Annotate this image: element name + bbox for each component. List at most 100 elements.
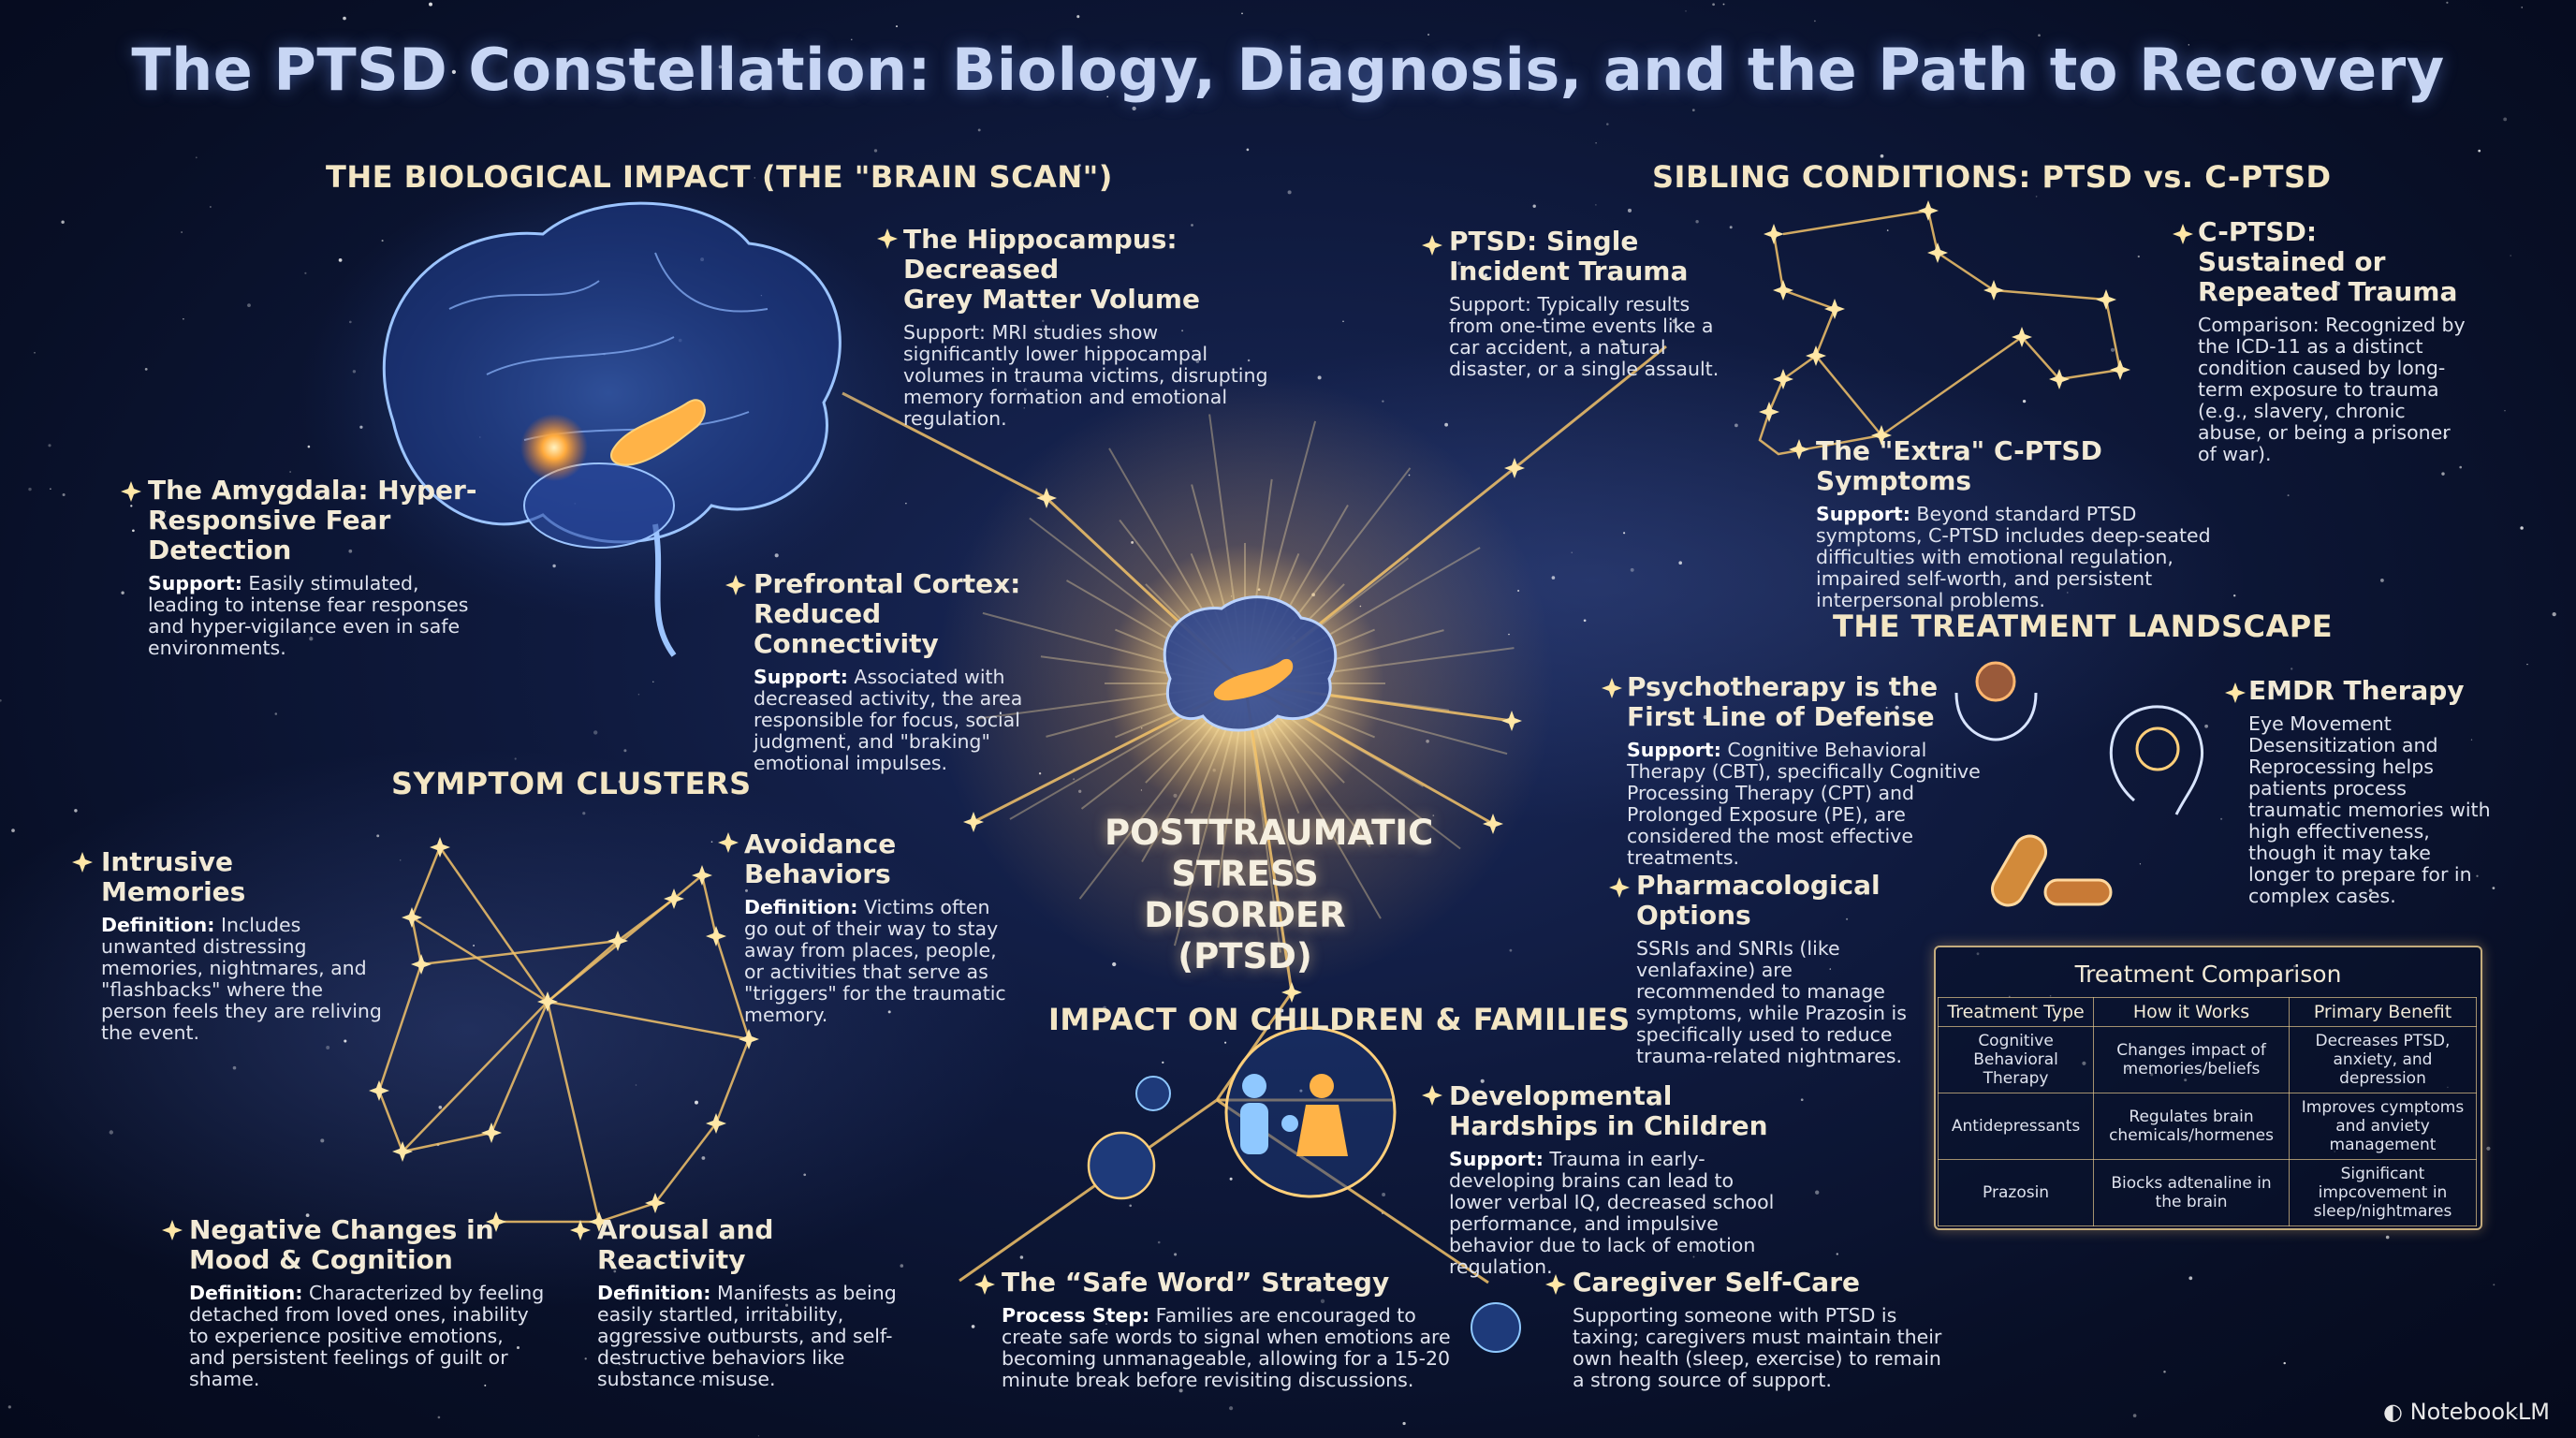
star-dot <box>0 698 2 702</box>
node-body: Process Step: Families are encouraged to… <box>1002 1304 1451 1391</box>
star-dot <box>593 730 598 735</box>
star-dot <box>2220 817 2223 820</box>
star-marker <box>2096 289 2116 310</box>
star-dot <box>2520 526 2524 530</box>
node-extra-symptoms: The "Extra" C-PTSD Symptoms Support: Bey… <box>1816 436 2218 611</box>
star-dot <box>2478 149 2481 153</box>
star-dot <box>2510 255 2511 257</box>
node-title: Intrusive Memories <box>101 846 246 907</box>
star-dot <box>2232 594 2236 597</box>
star-dot <box>1800 1098 1804 1102</box>
star-dot <box>1174 1253 1178 1256</box>
section-symptoms: SYMPTOM CLUSTERS <box>391 766 752 801</box>
star-dot <box>2302 816 2305 818</box>
star-dot <box>2035 196 2038 198</box>
star-dot <box>2446 1 2449 4</box>
star-dot <box>1019 1255 1024 1259</box>
star-marker <box>486 1211 506 1232</box>
star-dot <box>1229 1406 1234 1411</box>
center-label-line: STRESS DISORDER <box>1144 854 1346 935</box>
node-title: EMDR Therapy <box>2248 675 2465 706</box>
star-dot <box>1866 459 1868 462</box>
star-dot <box>637 694 640 696</box>
node-caregiver: Caregiver Self-Care Supporting someone w… <box>1573 1268 1947 1391</box>
star-marker <box>1422 1085 1442 1106</box>
star-marker <box>1281 982 1302 1003</box>
star-dot <box>843 733 845 735</box>
star-marker <box>974 1274 995 1295</box>
star-dot <box>1695 220 1699 224</box>
table-cell: Regulates brain chemicals/hormenes <box>2093 1093 2290 1160</box>
node-body: Support: Trauma in early-developing brai… <box>1449 1148 1775 1278</box>
star-dot <box>1178 1388 1183 1393</box>
star-marker <box>1927 242 1948 263</box>
node-body: Support: Beyond standard PTSD symptoms, … <box>1816 503 2211 611</box>
star-dot <box>343 16 346 21</box>
star-marker <box>392 1141 413 1162</box>
star-dot <box>900 1264 904 1268</box>
star-dot <box>34 352 36 354</box>
center-brain <box>1163 595 1338 732</box>
star-dot <box>305 1213 310 1217</box>
star-dot <box>1247 359 1251 362</box>
star-dot <box>1402 1421 1406 1426</box>
star-dot <box>1246 148 1250 152</box>
star-dot <box>1162 1061 1164 1064</box>
node-title: The “Safe Word” Strategy <box>1002 1267 1390 1298</box>
star-marker <box>72 852 93 873</box>
star-dot <box>1700 1249 1703 1252</box>
node-intrusive: Intrusive Memories Definition: Includes … <box>101 847 382 1044</box>
star-dot <box>745 888 748 892</box>
star-dot <box>1619 339 1624 343</box>
star-dot <box>1692 1255 1695 1258</box>
star-dot <box>1889 1339 1891 1341</box>
node-body: Support: Typically results from one-time… <box>1449 293 1720 380</box>
star-dot <box>144 368 148 371</box>
star-dot <box>1271 73 1274 76</box>
star-dot <box>887 905 890 908</box>
star-dot <box>1229 1177 1233 1181</box>
star-dot <box>710 841 713 844</box>
star-dot <box>698 1380 702 1383</box>
star-marker <box>877 228 898 249</box>
star-dot <box>11 829 15 832</box>
star-dot <box>1886 229 1889 231</box>
star-dot <box>618 780 622 784</box>
star-dot <box>887 1010 891 1014</box>
star-dot <box>2476 874 2479 877</box>
star-dot <box>1602 364 1605 368</box>
star-marker <box>1501 711 1522 731</box>
star-dot <box>1703 715 1707 720</box>
star-dot <box>210 206 212 208</box>
star-dot <box>132 529 135 533</box>
logo-icon: ◐ <box>2383 1399 2403 1425</box>
node-prefrontal: Prefrontal Cortex:Reduced Connectivity S… <box>754 569 1025 774</box>
star-dot <box>2503 117 2508 122</box>
star-dot <box>1320 1299 1325 1303</box>
star-dot <box>618 1363 621 1366</box>
table-cell: Changes impact of memories/beliefs <box>2093 1026 2290 1093</box>
star-dot <box>1023 388 1027 391</box>
star-marker <box>739 1029 759 1049</box>
star-dot <box>718 65 723 69</box>
star-dot <box>927 360 929 361</box>
node-emdr: EMDR Therapy Eye Movement Desensitizatio… <box>2248 676 2492 907</box>
node-title: Arousal and Reactivity <box>597 1214 774 1275</box>
star-dot <box>1342 320 1344 323</box>
star-marker <box>1871 425 1892 446</box>
star-dot <box>2022 399 2027 404</box>
star-dot <box>1814 20 1816 22</box>
star-dot <box>183 317 184 320</box>
star-dot <box>109 1130 113 1135</box>
node-title: Prefrontal Cortex:Reduced Connectivity <box>754 568 1021 659</box>
node-title: Pharmacological Options <box>1636 870 1881 931</box>
node-arousal: Arousal and Reactivity Definition: Manif… <box>597 1215 906 1390</box>
star-dot <box>1444 422 1448 427</box>
star-dot <box>971 1325 975 1328</box>
star-dot <box>348 549 353 553</box>
star-dot <box>1729 226 1733 229</box>
star-dot <box>2268 873 2271 875</box>
center-label: POSTTRAUMATIC STRESS DISORDER (PTSD) <box>1105 813 1433 977</box>
